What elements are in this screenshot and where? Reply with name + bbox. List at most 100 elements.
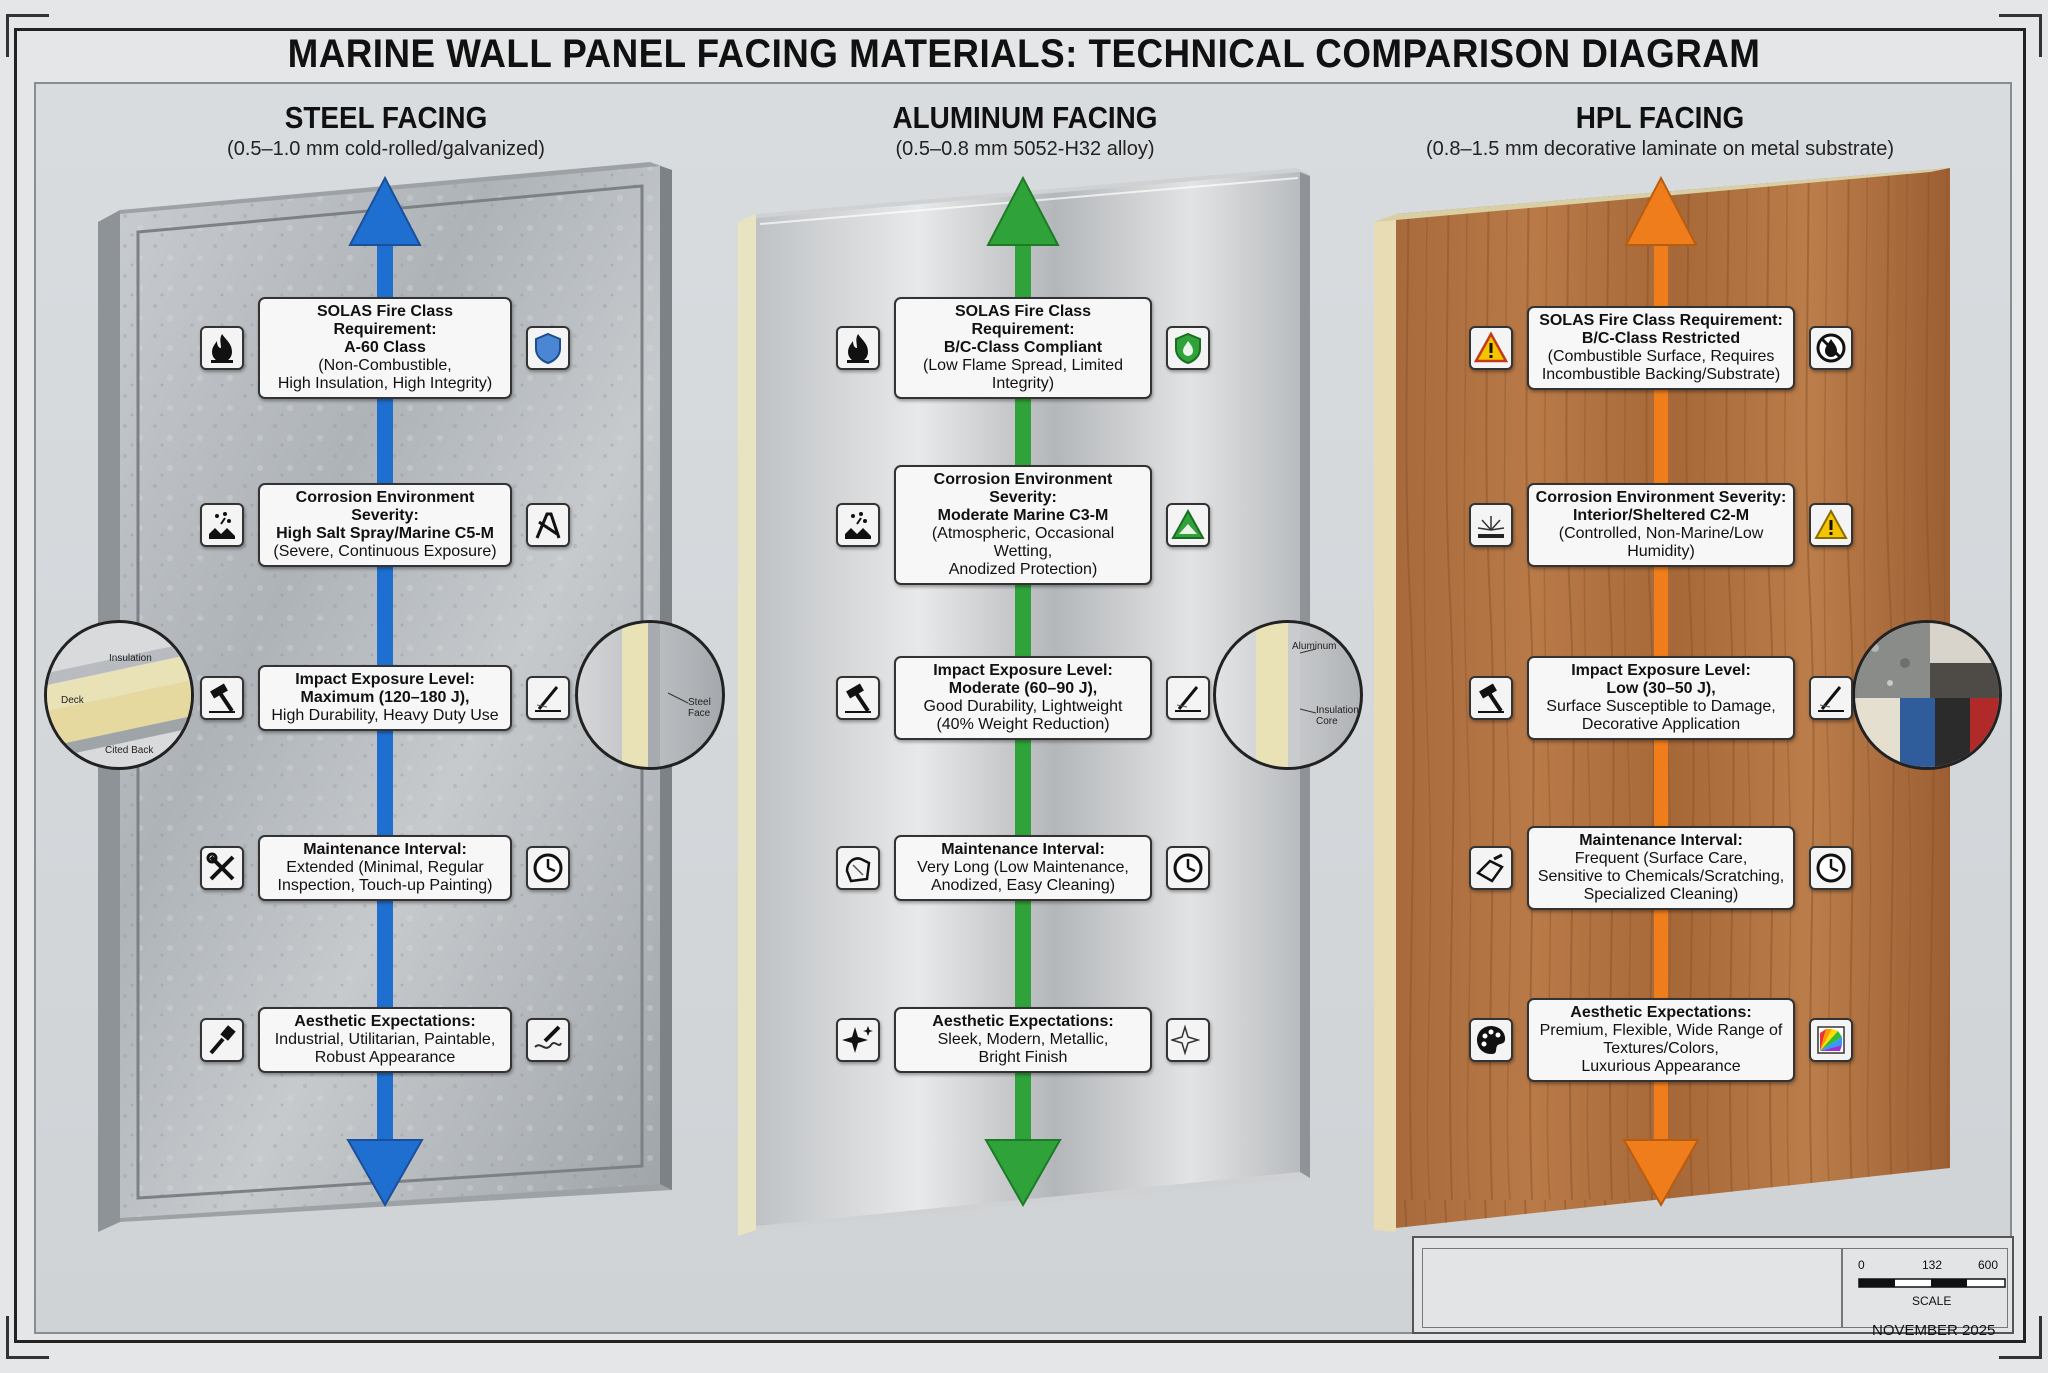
scratch-icon xyxy=(1166,676,1210,720)
palette-icon xyxy=(1469,1018,1513,1062)
callout-value: B/C-Class Restricted xyxy=(1581,330,1741,347)
title-block-scale xyxy=(1842,1248,2008,1328)
attribute-callout-box: Impact Exposure Level:Moderate (60–90 J)… xyxy=(894,656,1152,740)
wrench-icon xyxy=(200,846,244,890)
callout-detail: (Non-Combustible, xyxy=(318,357,452,374)
scale-tick-label: 0 xyxy=(1858,1258,1865,1272)
callout-label: Steel Face xyxy=(688,697,711,719)
hammer-icon xyxy=(836,676,880,720)
diagram-title: MARINE WALL PANEL FACING MATERIALS: TECH… xyxy=(287,32,1761,76)
callout-detail: Anodized, Easy Cleaning) xyxy=(930,877,1116,894)
hammer-icon xyxy=(1469,676,1513,720)
callout-heading: SOLAS Fire Class Requirement: xyxy=(954,303,1092,338)
callout-detail: Industrial, Utilitarian, Paintable, xyxy=(274,1031,496,1048)
corner-mark xyxy=(1999,1316,2042,1359)
clock-icon xyxy=(1166,846,1210,890)
aluminum-heading: ALUMINUM FACING (0.5–0.8 mm 5052-H32 all… xyxy=(765,100,1285,161)
color-swatches-icon xyxy=(1855,623,1999,767)
callout-detail: (Low Flame Spread, Limited Integrity) xyxy=(922,357,1124,392)
callout-label: Deck xyxy=(61,695,84,706)
callout-heading: Corrosion Environment Severity: xyxy=(933,471,1113,506)
callout-detail: Very Long (Low Maintenance, xyxy=(917,859,1129,876)
no-fire-icon xyxy=(1809,326,1853,370)
callout-detail: Surface Susceptible to Damage, xyxy=(1546,698,1776,715)
attribute-callout-box: Maintenance Interval:Very Long (Low Main… xyxy=(894,835,1152,901)
callout-heading: SOLAS Fire Class Requirement: xyxy=(316,303,454,338)
color-swatch-icon xyxy=(1809,1018,1853,1062)
attribute-callout-box: Aesthetic Expectations:Sleek, Modern, Me… xyxy=(894,1007,1152,1073)
callout-detail: High Insulation, High Integrity) xyxy=(277,375,493,392)
cleaning-hand-icon xyxy=(836,846,880,890)
steel-heading: STEEL FACING (0.5–1.0 mm cold-rolled/gal… xyxy=(126,100,646,161)
corner-mark xyxy=(6,14,49,57)
sparkle-icon xyxy=(836,1018,880,1062)
callout-detail: Good Durability, Lightweight xyxy=(923,698,1123,715)
callout-heading: Impact Exposure Level: xyxy=(1571,662,1751,679)
callout-heading: Maintenance Interval: xyxy=(303,841,467,858)
callout-detail: Extended (Minimal, Regular xyxy=(286,859,484,876)
callout-heading: Corrosion Environment Severity: xyxy=(295,489,475,524)
callout-detail: (40% Weight Reduction) xyxy=(936,716,1110,733)
attribute-callout-box: Aesthetic Expectations:Premium, Flexible… xyxy=(1527,998,1795,1082)
scratch-icon xyxy=(1809,676,1853,720)
callout-detail: Robust Appearance xyxy=(314,1049,456,1066)
attribute-callout-box: Aesthetic Expectations:Industrial, Utili… xyxy=(258,1007,512,1073)
column-subtitle: (0.5–0.8 mm 5052-H32 alloy) xyxy=(895,138,1155,160)
paint-pen-icon xyxy=(526,1018,570,1062)
layer-section-icon xyxy=(47,642,191,759)
callout-value: A-60 Class xyxy=(344,339,426,356)
paintbrush-icon xyxy=(200,1018,244,1062)
callout-detail: (Controlled, Non-Marine/Low Humidity) xyxy=(1558,525,1764,560)
callout-value: Interior/Sheltered C2-M xyxy=(1572,507,1750,524)
callout-detail: High Durability, Heavy Duty Use xyxy=(271,707,499,724)
column-title: ALUMINUM FACING xyxy=(892,100,1158,135)
hammer-icon xyxy=(200,676,244,720)
steel-face-callout: Steel Face xyxy=(575,620,725,770)
callout-detail: Decorative Application xyxy=(1581,716,1741,733)
callout-heading: Impact Exposure Level: xyxy=(933,662,1113,679)
hpl-heading: HPL FACING (0.8–1.5 mm decorative lamina… xyxy=(1400,100,1920,161)
scale-label: SCALE xyxy=(1912,1294,1952,1308)
edge-section-icon xyxy=(622,623,689,767)
callout-detail: (Atmospheric, Occasional Wetting, xyxy=(931,525,1115,560)
callout-detail: Inspection, Touch-up Painting) xyxy=(277,877,493,894)
callout-detail: Sleek, Modern, Metallic, xyxy=(937,1031,1109,1048)
callout-detail: Bright Finish xyxy=(978,1049,1068,1066)
callout-value: High Salt Spray/Marine C5-M xyxy=(276,525,494,542)
callout-label: Insulation xyxy=(109,653,152,664)
callout-detail: Frequent (Surface Care, xyxy=(1574,850,1748,867)
callout-value: B/C-Class Compliant xyxy=(943,339,1103,356)
callout-detail: (Combustible Surface, Requires xyxy=(1547,348,1775,365)
flame-icon xyxy=(836,326,880,370)
attribute-callout-box: SOLAS Fire Class Requirement:A-60 Class(… xyxy=(258,297,512,399)
callout-heading: Aesthetic Expectations: xyxy=(294,1013,476,1030)
callout-heading: Impact Exposure Level: xyxy=(295,671,475,688)
wipe-icon xyxy=(1469,846,1513,890)
clock-icon xyxy=(526,846,570,890)
attribute-callout-box: Corrosion Environment Severity:Moderate … xyxy=(894,465,1152,585)
edge-section-icon xyxy=(1256,623,1317,767)
callout-value: Moderate (60–90 J), xyxy=(948,680,1098,697)
callout-detail: Premium, Flexible, Wide Range of Texture… xyxy=(1539,1022,1783,1057)
drawing-date: NOVEMBER 2025 xyxy=(1872,1322,1996,1339)
callout-heading: SOLAS Fire Class Requirement: xyxy=(1539,312,1783,329)
green-shield-icon xyxy=(1166,326,1210,370)
outer-frame xyxy=(14,28,2026,1343)
corner-mark xyxy=(1999,14,2042,57)
callout-label: Insulation Core xyxy=(1316,705,1359,727)
flame-icon xyxy=(200,326,244,370)
callout-detail: Sensitive to Chemicals/Scratching, Speci… xyxy=(1537,868,1785,903)
title-block-field xyxy=(1422,1248,1842,1328)
hpl-swatch-callout xyxy=(1852,620,2002,770)
light-spray-icon xyxy=(1469,503,1513,547)
callout-detail: Anodized Protection) xyxy=(948,561,1098,578)
attribute-callout-box: Corrosion Environment Severity:High Salt… xyxy=(258,483,512,567)
attribute-callout-box: Corrosion Environment Severity:Interior/… xyxy=(1527,483,1795,567)
steel-section-callout: Insulation Deck Cited Back xyxy=(44,620,194,770)
column-subtitle: (0.5–1.0 mm cold-rolled/galvanized) xyxy=(227,138,545,160)
salt-spray-icon xyxy=(836,503,880,547)
title-block xyxy=(1412,1236,2014,1334)
callout-detail: Incombustible Backing/Substrate) xyxy=(1541,366,1781,383)
callout-value: Moderate Marine C3-M xyxy=(937,507,1109,524)
callout-label: Cited Back xyxy=(105,745,154,756)
